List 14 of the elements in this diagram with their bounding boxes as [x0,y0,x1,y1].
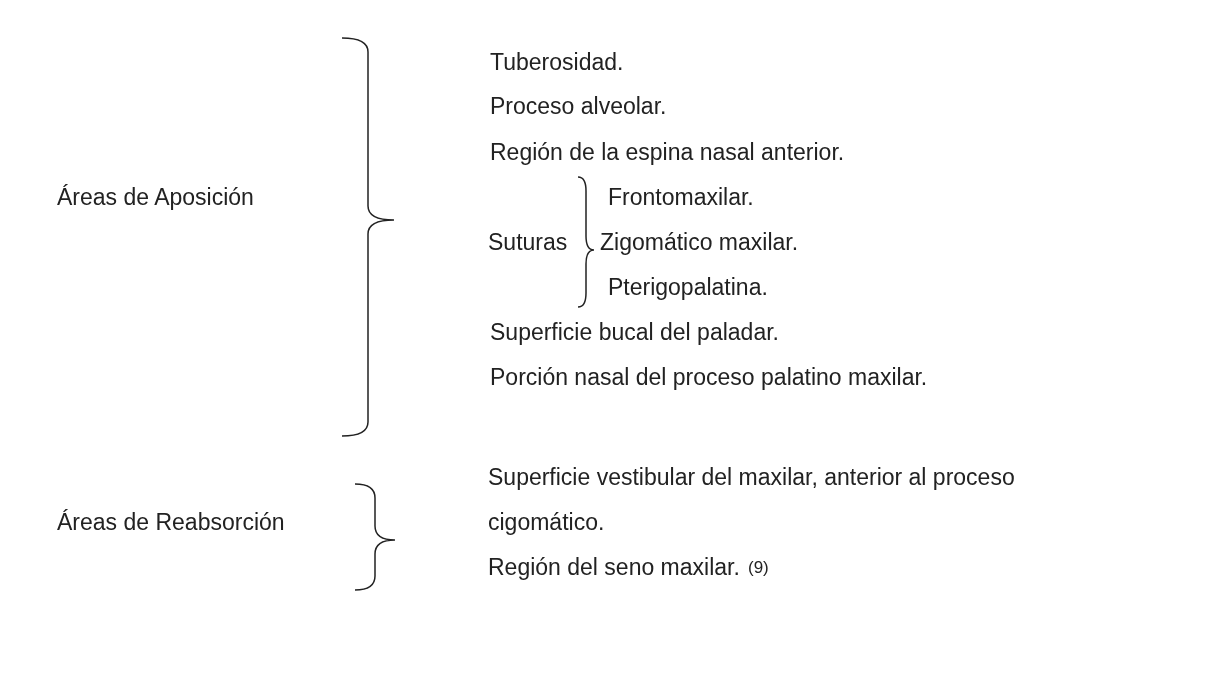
list-item: Zigomático maxilar. [600,228,799,257]
list-item: Región del seno maxilar. [488,553,740,582]
group-label: Suturas [488,228,568,257]
list-item: Superficie vestibular del maxilar, anterior al proceso cigomático. [488,463,1016,537]
list-item: Región de la espina nasal anterior. [490,138,845,167]
list-item: Superficie bucal del paladar. [490,318,779,347]
reference-number: (9) [748,557,769,579]
category-label: Áreas de Aposición [57,183,254,212]
list-item: Porción nasal del proceso palatino maxilar. [490,363,928,392]
list-item: Proceso alveolar. [490,92,667,121]
list-item: Pterigopalatina. [608,273,768,302]
list-item: Tuberosidad. [490,48,624,77]
category-label: Áreas de Reabsorción [57,508,285,537]
list-item: Frontomaxilar. [608,183,754,212]
